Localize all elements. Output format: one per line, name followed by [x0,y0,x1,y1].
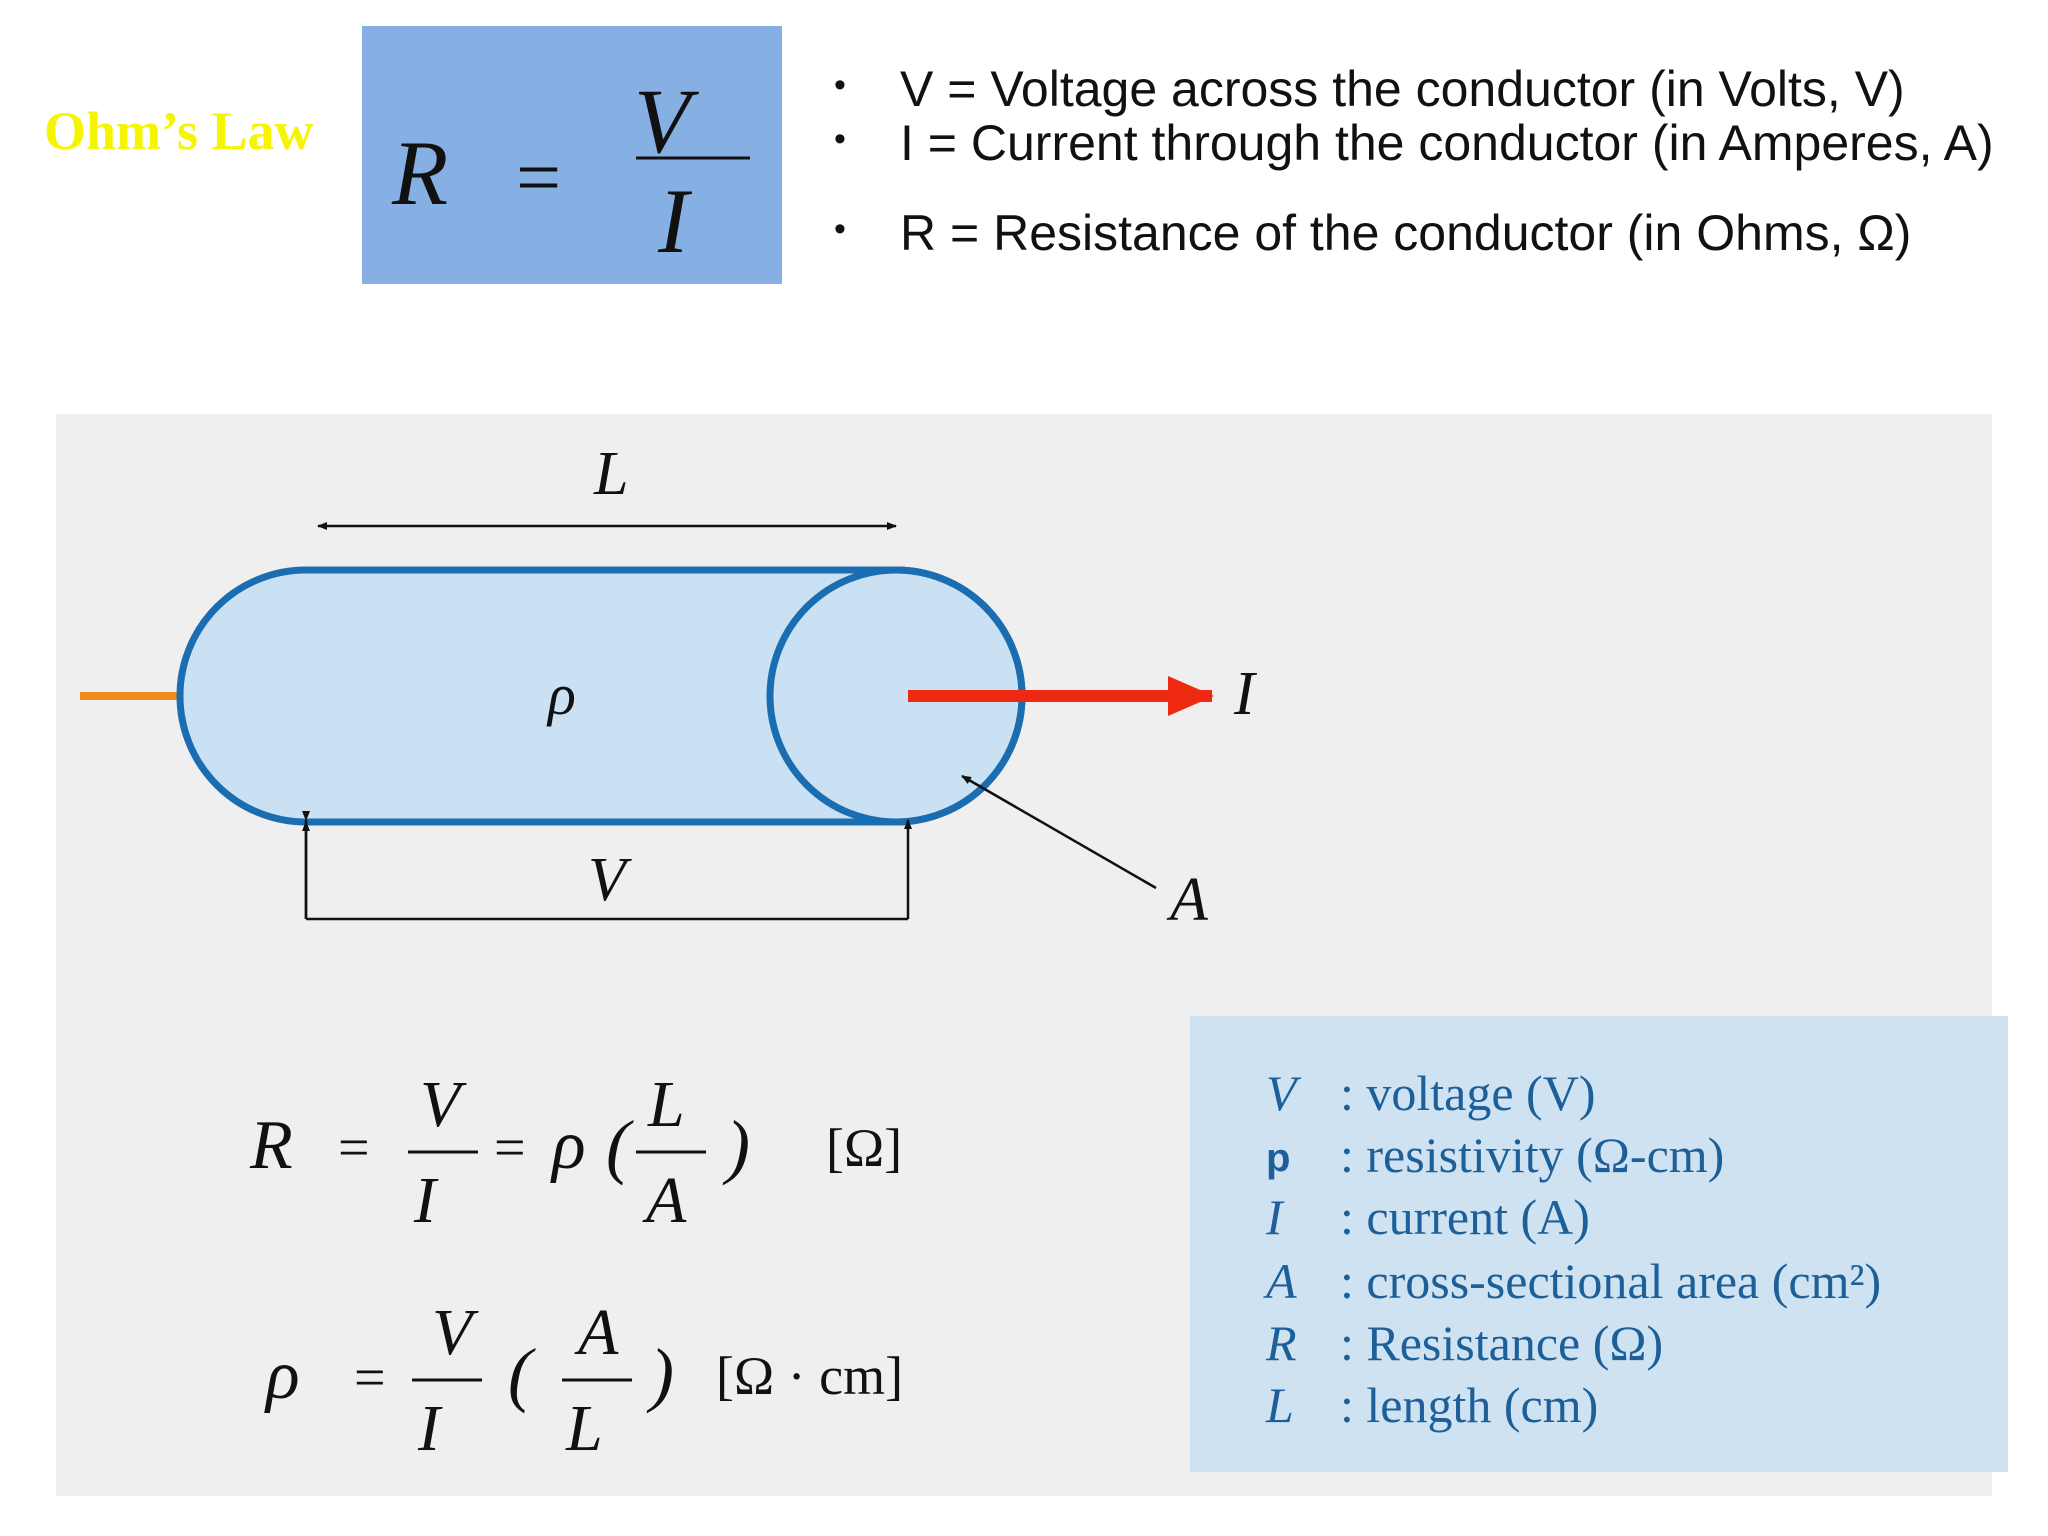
formula-denominator: I [657,170,693,272]
legend-symbol: I [1266,1189,1283,1245]
resistance-equation: R = V I = ρ ( L A ) [Ω] [249,1068,902,1237]
eq2-rparen: ) [646,1334,674,1414]
legend-description: : resistivity (Ω-cm) [1340,1127,1725,1183]
legend-description: : Resistance (Ω) [1340,1315,1664,1371]
legend-description: : voltage (V) [1340,1065,1596,1121]
eq1-unit: [Ω] [826,1118,902,1178]
legend-description: : cross-sectional area (cm²) [1340,1253,1882,1309]
eq2-lparen: ( [508,1334,536,1414]
title: Ohm’s Law [44,101,314,161]
legend-symbol: V [1266,1065,1297,1121]
definition-text: I = Current through the conductor (in Am… [900,115,1994,171]
bullet-icon: • [834,120,846,158]
legend-symbol: L [1266,1377,1294,1433]
eq1-equals: = [338,1117,370,1179]
length-label: L [593,440,628,508]
eq2-den1: I [417,1392,443,1465]
resistivity-label: ρ [546,662,576,727]
formula-lhs: R [391,122,448,224]
eq1-rho: ρ [550,1107,586,1184]
formula-equals: = [516,134,561,222]
resistivity-equation: ρ = V I ( A L ) [Ω · cm] [264,1296,903,1465]
eq2-num1: V [432,1296,479,1369]
legend-symbol: p [1266,1136,1291,1180]
conductor-diagram-panel: L ρ I V A R = V I = ρ ( L [56,414,2008,1496]
definition-text: V = Voltage across the conductor (in Vol… [900,61,1905,117]
conductor-diagram: L ρ I V A R = V I = ρ ( L [80,440,1258,1465]
eq1-lhs: R [249,1107,293,1184]
eq1-num2: L [647,1068,685,1141]
eq2-unit: [Ω · cm] [716,1346,903,1406]
conductor-body [176,566,1026,826]
ohms-law-formula-box: R = V I [362,26,782,284]
ohms-law-formula: R = V I [391,70,750,272]
eq1-equals2: = [494,1117,526,1179]
eq1-lparen: ( [606,1106,634,1186]
variable-legend: V : voltage (V) p : resistivity (Ω-cm) I… [1190,1016,2008,1472]
legend-description: : length (cm) [1340,1377,1599,1433]
eq2-num2: A [574,1296,619,1369]
legend-description: : current (A) [1340,1189,1590,1245]
eq1-rparen: ) [722,1106,750,1186]
legend-symbol: R [1266,1315,1297,1371]
eq2-equals: = [354,1347,386,1409]
definition-text: R = Resistance of the conductor (in Ohms… [900,205,1912,261]
eq1-den2: A [642,1164,687,1237]
eq2-lhs: ρ [264,1337,300,1414]
voltage-label: V [588,846,632,914]
formula-numerator: V [634,70,700,172]
bullet-icon: • [834,66,846,104]
legend-symbol: A [1266,1253,1297,1309]
current-label: I [1233,660,1258,728]
bullet-icon: • [834,210,846,248]
eq1-num1: V [420,1068,467,1141]
area-label: A [1166,866,1209,934]
area-pointer-arrow [961,774,1157,890]
eq2-den2: L [565,1392,603,1465]
eq1-den1: I [413,1164,439,1237]
